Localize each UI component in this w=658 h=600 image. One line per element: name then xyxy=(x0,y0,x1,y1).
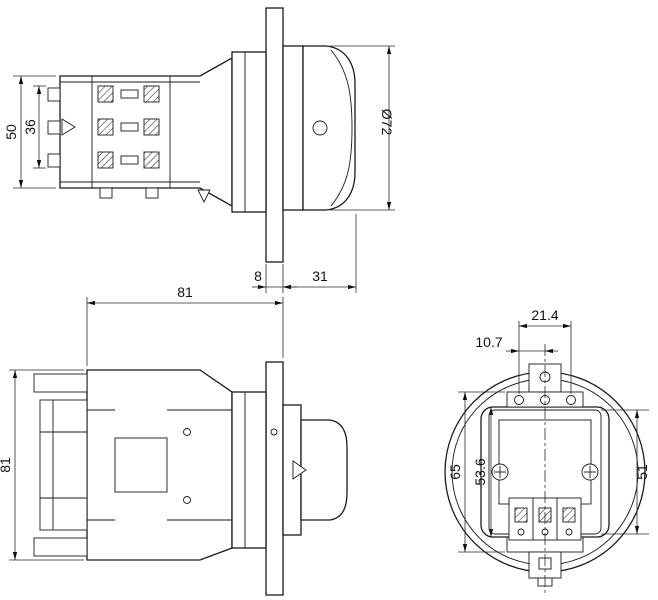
fixing-hole-right xyxy=(566,395,576,405)
body-hole xyxy=(183,496,191,504)
body-notch xyxy=(114,437,168,493)
terminal-tab xyxy=(47,153,61,168)
dim-31-label: 31 xyxy=(312,268,328,284)
fixing-hole-left xyxy=(514,395,524,405)
terminal-tab xyxy=(47,120,61,135)
front-flange-top xyxy=(231,391,267,549)
dim-81-depth-label: 81 xyxy=(177,284,193,300)
dim-21-4-label: 21.4 xyxy=(531,307,558,323)
terminal-screw xyxy=(517,528,525,536)
knob-screw-hole xyxy=(312,120,328,136)
knob-base-side xyxy=(282,45,304,211)
switch-body-top xyxy=(86,369,233,561)
panel-hole xyxy=(270,428,278,436)
knob-top xyxy=(300,419,348,521)
dim-knob-depth: 31 xyxy=(283,214,357,293)
knob-side xyxy=(302,45,356,211)
dim-height-81: 81 xyxy=(0,369,84,561)
dim-terminal-height: 36 xyxy=(22,85,46,169)
dim-overall-height: 65 xyxy=(447,391,505,553)
terminal-contact xyxy=(97,85,114,103)
terminal-contact xyxy=(97,118,114,136)
dim-53-6-label: 53.6 xyxy=(472,458,488,485)
terminal-tab xyxy=(47,87,61,102)
body-hole xyxy=(183,428,191,436)
dim-81-height-label: 81 xyxy=(0,457,13,473)
dim-panel-gap: 8 xyxy=(252,264,297,293)
terminal-tab-top xyxy=(33,373,88,393)
terminal-screw xyxy=(565,528,573,536)
terminal-contact xyxy=(143,85,160,103)
dim-50-label: 50 xyxy=(3,124,19,140)
knob-pointer xyxy=(292,460,307,480)
dim-body-height: 50 xyxy=(3,75,56,189)
retaining-clip xyxy=(61,118,76,136)
terminal-contact xyxy=(143,151,160,169)
dim-depth-81: 81 xyxy=(86,284,284,366)
view-top-body xyxy=(33,361,348,596)
dim-51-label: 51 xyxy=(634,464,650,480)
dim-base-height: 51 xyxy=(601,409,650,535)
dim-hole-spacing: 21.4 xyxy=(518,307,572,394)
dim-36-label: 36 xyxy=(22,119,38,135)
view-side-body xyxy=(47,7,356,263)
mounting-panel-side xyxy=(265,7,284,263)
terminal-contact xyxy=(97,151,114,169)
dim-plate-height: 53.6 xyxy=(472,407,494,537)
terminal-slot xyxy=(514,507,528,523)
front-flange-side xyxy=(231,51,267,213)
terminal-slot xyxy=(562,507,576,523)
dim-hole-offset: 10.7 xyxy=(475,334,558,354)
dim-8-label: 8 xyxy=(254,268,262,284)
dim-65-label: 65 xyxy=(447,464,463,480)
dim-dia72-label: Ø72 xyxy=(379,109,395,136)
dim-knob-diameter: Ø72 xyxy=(330,45,395,211)
terminal-contact xyxy=(143,118,160,136)
dim-10-7-label: 10.7 xyxy=(475,334,502,350)
terminal-block-top xyxy=(39,399,88,531)
terminal-tab-bottom xyxy=(33,537,88,557)
view-rear-body xyxy=(444,344,646,596)
mounting-panel-top xyxy=(265,361,284,596)
